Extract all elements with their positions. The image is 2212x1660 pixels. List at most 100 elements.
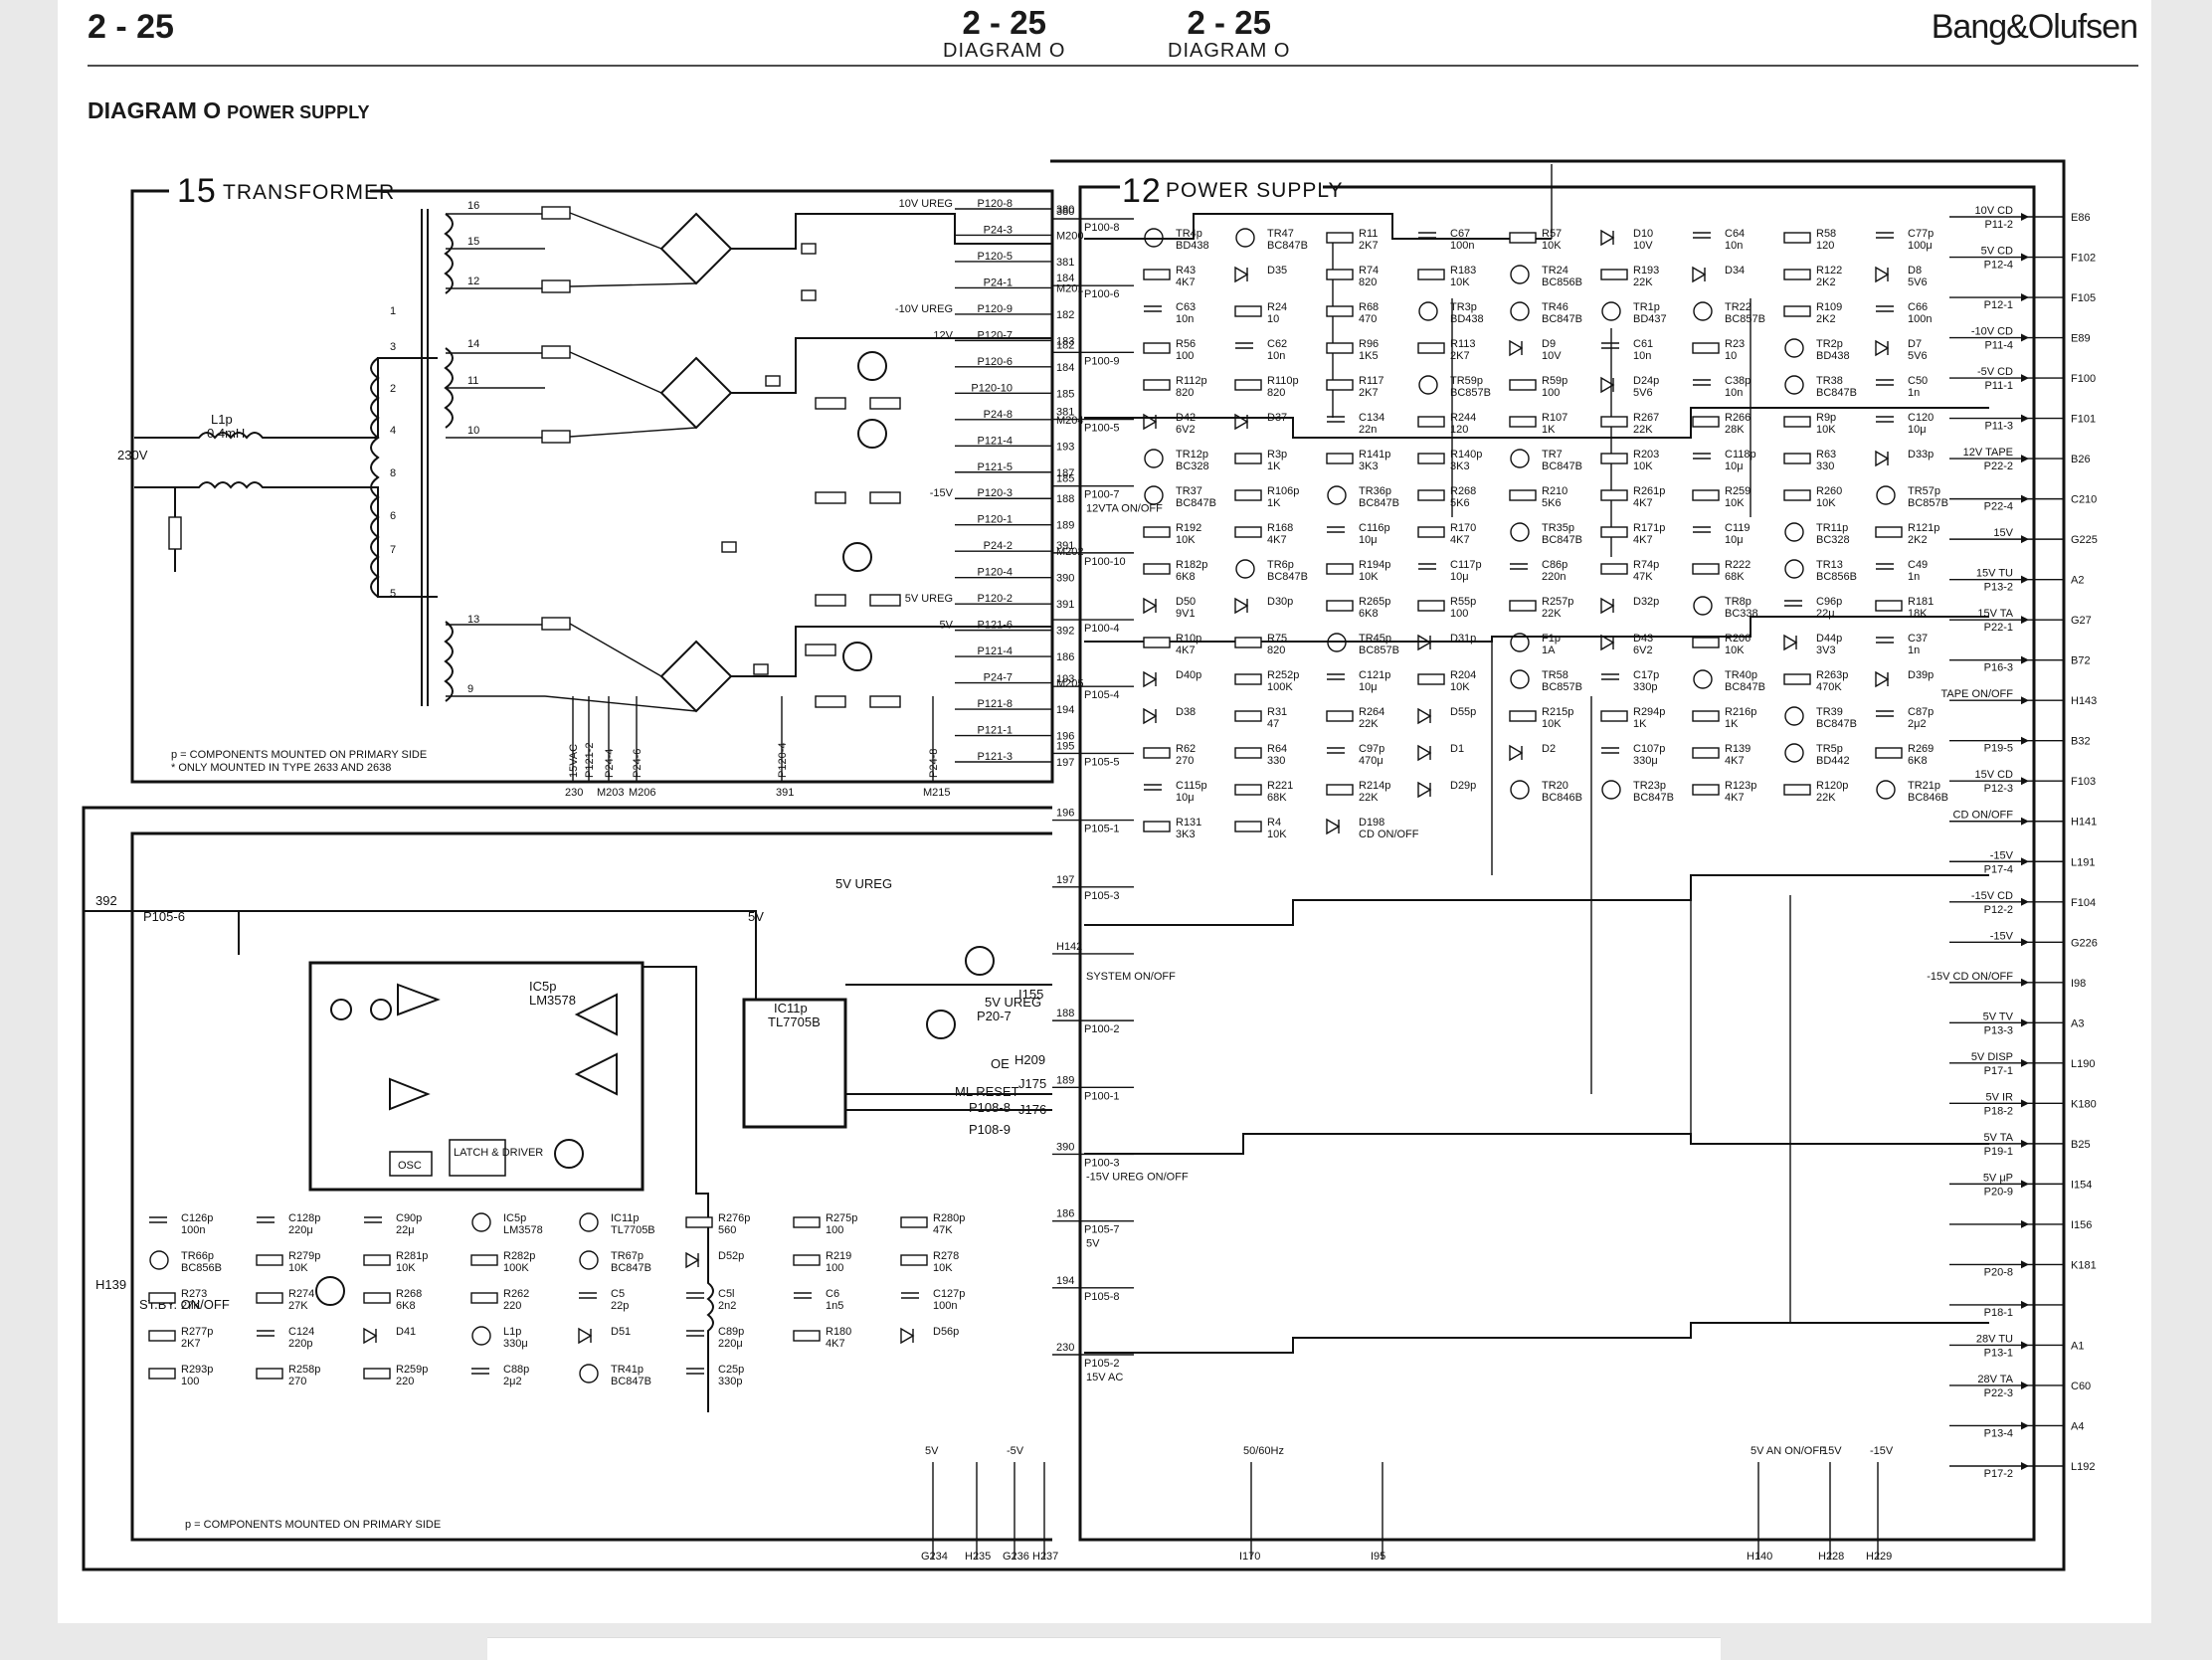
reg-resistor-r258p [256,1368,283,1380]
brand-logo: Bang&Olufsen [1931,8,2138,46]
resistor-r9 [815,397,846,410]
ps-value: 4K7 [1267,534,1287,546]
reg-value: 220μ [288,1224,313,1236]
ps-capacitor-c87p [1876,710,1894,717]
transformer-output-node: 184 [1056,362,1074,374]
ps-capacitor-c107p [1601,747,1619,754]
ps-value: 2K2 [1816,277,1836,288]
ps-resistor-r222 [1692,563,1720,575]
transformer-tap-number: 2 [390,383,396,395]
reg-value: 1n5 [826,1300,843,1312]
ps-diode-d35 [1234,266,1249,283]
ps-bottom-node: H235 [965,1551,991,1563]
ps-bottom-node: I170 [1239,1551,1260,1563]
ps-resistor-r206 [1692,637,1720,648]
reg-ref: C127p [933,1288,965,1300]
regulator-section: IC5p LM3578 IC11p TL7705B OSC LATCH & DR… [82,806,1052,1571]
ps-output-node: L190 [2071,1058,2095,1070]
ps-value: 100n [1908,313,1932,325]
ps-value: 100 [1176,350,1194,362]
ps-ref: TR7 [1542,449,1563,461]
ps-value: 10K [1542,240,1562,252]
ps-output-pin: P13-3 [1984,1024,2013,1036]
ps-output-pin: P19-5 [1984,743,2013,755]
ps-capacitor-c134 [1327,416,1345,423]
reg-ref: R279p [288,1250,320,1262]
reg-ref: TR41p [611,1364,644,1376]
ps-value: BD438 [1450,313,1484,325]
ps-ref: C62 [1267,338,1287,350]
ps-bottom-node: H237 [1032,1551,1058,1563]
bridge-feeds [544,212,697,712]
ps-output-label: -15V CD [1971,890,2013,902]
ps-output-pin: P12-1 [1984,299,2013,311]
page-number-mid-b-number: 2 - 25 [1187,4,1271,41]
ps-transistor-tr24 [1510,265,1530,284]
ps-ref: TR59p [1450,375,1483,387]
reg-node-j176: J176 [1018,1102,1046,1117]
reg-stby-node: H139 [95,1277,126,1292]
ps-value: 10K [1816,424,1836,436]
ps-transistor-tr8p [1693,596,1713,616]
ps-ref: R171p [1633,522,1665,534]
ps-capacitor-c66 [1876,305,1894,312]
transformer-output-pin: P121-4 [978,646,1013,657]
ps-value: 2μ2 [1908,718,1927,730]
ps-value: 220n [1542,571,1566,583]
ps-input-node: 196 [1056,808,1074,820]
ps-value: 100 [1450,608,1468,620]
ps-capacitor-c17p [1601,673,1619,680]
ps-value: 1n [1908,645,1920,656]
reg-ref: R275p [826,1212,857,1224]
ps-capacitor-c64 [1693,232,1711,239]
transformer-output-label: 10V UREG [899,198,953,210]
ps-value: BD437 [1633,313,1667,325]
reg-ref: R280p [933,1212,965,1224]
reg-oe-node: H209 [1014,1052,1045,1067]
ps-output-arrow [2021,897,2029,906]
ps-output-pin: P22-1 [1984,622,2013,634]
ps-resistor-r56 [1143,342,1171,354]
ps-output-label: 28V TU [1976,1333,2013,1345]
ps-ref: R222 [1725,559,1751,571]
ps-value: BC847B [1816,387,1857,399]
ps-resistor-r141p [1326,453,1354,464]
ps-ref: C107p [1633,743,1665,755]
reg-transistor-l1p [471,1326,491,1346]
ps-ref: R131 [1176,817,1201,829]
ps-value: 1K [1633,718,1647,730]
ic5p-ref: IC5p [529,979,556,994]
ps-ref: R263p [1816,669,1848,681]
ps-resistor-r265p [1326,600,1354,612]
ps-input-pin: P105-5 [1084,756,1119,768]
ps-output-arrow [2021,414,2029,423]
page-number-mid-b-sub: DIAGRAM O [1168,40,1291,62]
ps-ref: R24 [1267,301,1287,313]
ps-output-node: E86 [2071,212,2091,224]
ps-ref: D8 [1908,265,1922,277]
ps-value: 22K [1816,792,1836,804]
ps-output-label: 15V CD [1974,769,2013,781]
ps-capacitor-c38p [1693,379,1711,386]
ps-ref: TR45p [1359,633,1391,645]
ps-output-node: F102 [2071,253,2096,265]
ps-output-label: 12V TAPE [1963,447,2013,459]
ps-ref: R56 [1176,338,1196,350]
ps-resistor-r3p [1234,453,1262,464]
ps-transistor-tr11p [1784,522,1804,542]
reg-value: 330μ [503,1338,528,1350]
regulator-components: C126p100nC128p220μC90p22μIC5pLM3578IC11p… [148,1212,965,1387]
ps-ref: R252p [1267,669,1299,681]
ps-output-node: H143 [2071,695,2097,707]
transformer-tap-number: 3 [390,341,396,353]
reg-ref: D41 [396,1326,416,1338]
reg-value: 2K7 [181,1338,201,1350]
ps-output-node: L192 [2071,1461,2095,1473]
ps-capacitor-c62 [1235,342,1253,349]
ps-value: 4K7 [1176,645,1196,656]
ps-ref: D32p [1633,596,1659,608]
ps-output-node: B72 [2071,655,2091,667]
transformer-output-node: 194 [1056,704,1074,716]
transformer-output-label: -10V UREG [895,303,953,315]
ps-value: 5K6 [1542,497,1562,509]
